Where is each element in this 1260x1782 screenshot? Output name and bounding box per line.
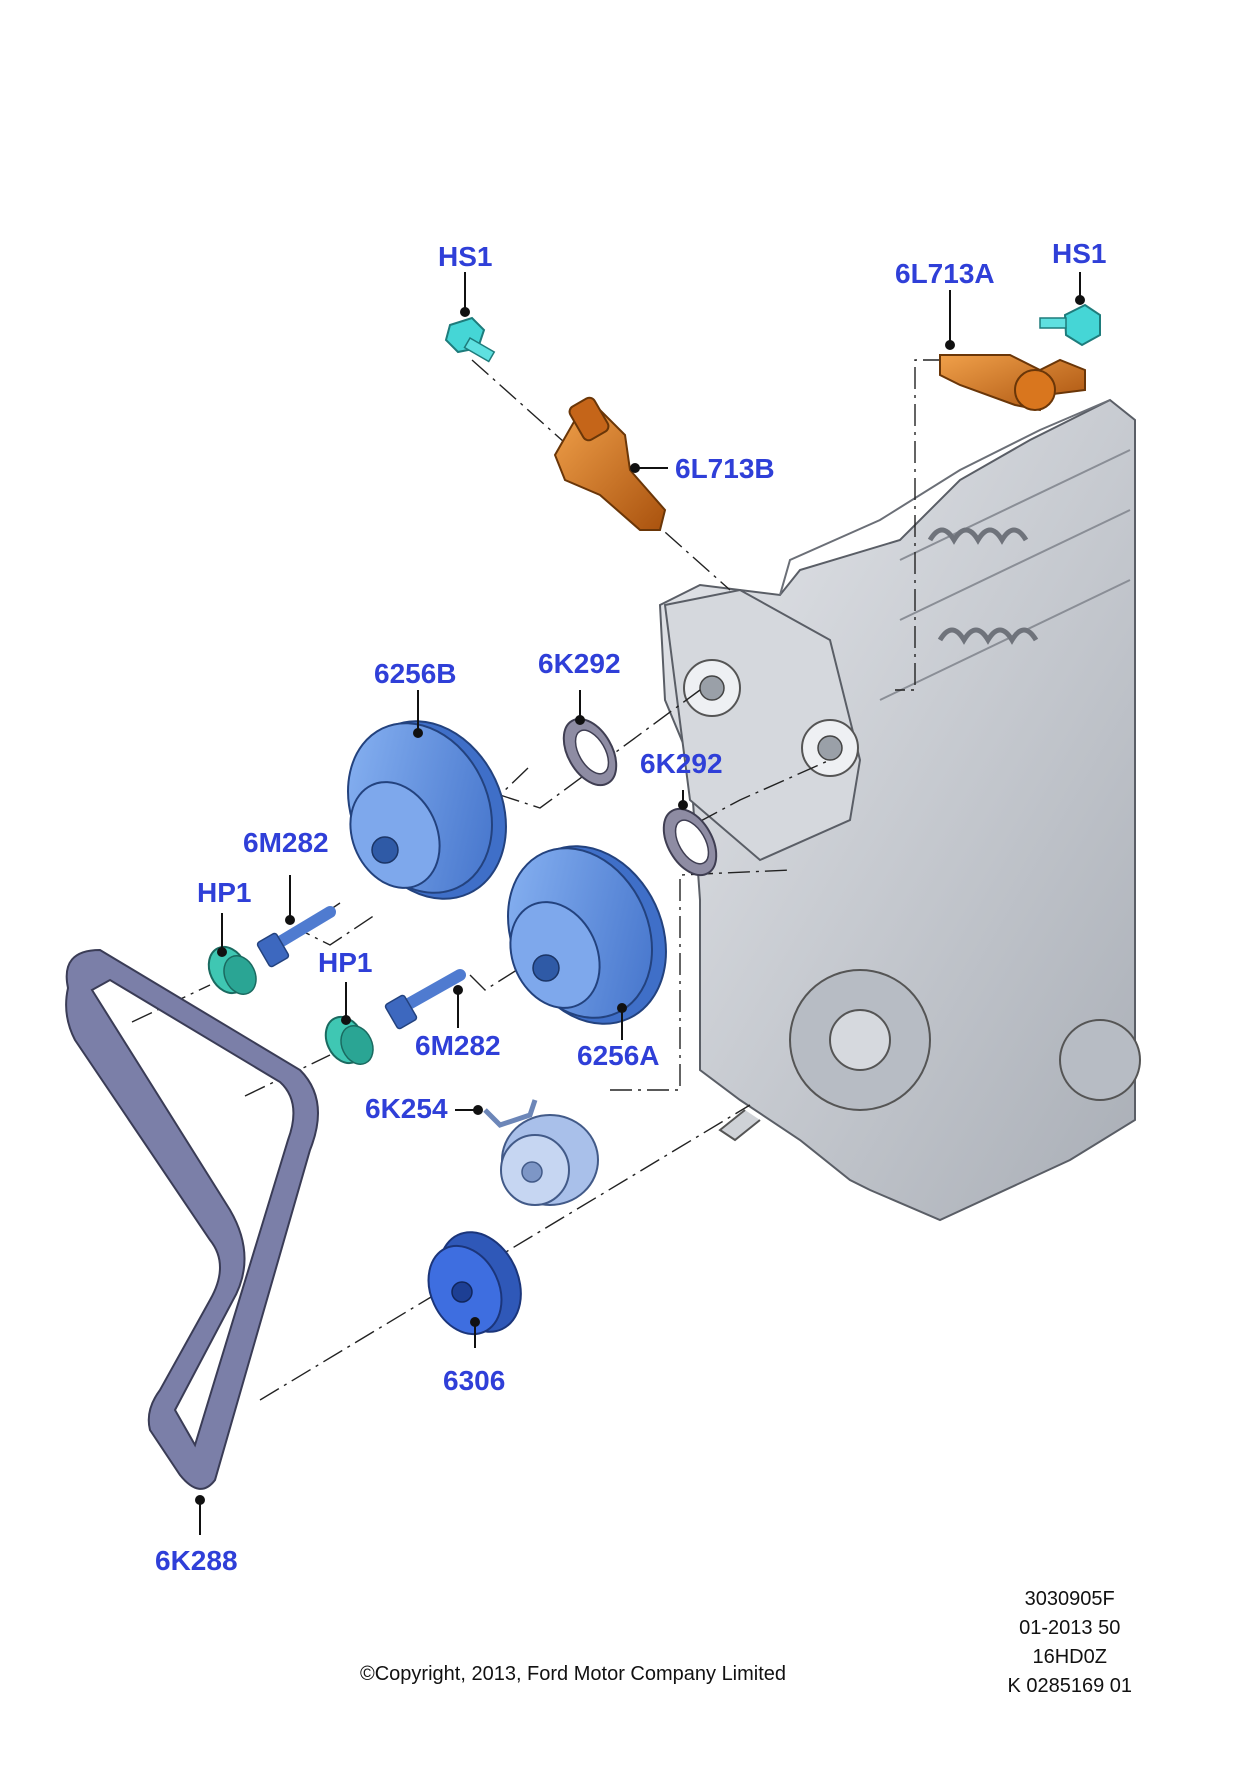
callout-6l713a: 6L713A xyxy=(895,258,995,289)
callout-hs1-right: HS1 xyxy=(1052,238,1106,269)
leader-lines xyxy=(195,272,1085,1535)
callout-6m282-top: 6M282 xyxy=(243,827,329,858)
drawing-code-2: 01-2013 50 xyxy=(1019,1617,1121,1639)
bolt-hs1-right xyxy=(1039,303,1101,347)
timing-belt xyxy=(65,948,319,1490)
copyright-notice: ©Copyright, 2013, Ford Motor Company Lim… xyxy=(360,1663,787,1685)
callout-6306: 6306 xyxy=(443,1365,505,1396)
bolt-6m282-top xyxy=(256,906,336,968)
sprocket-6256b xyxy=(347,720,507,900)
sprocket-6256a xyxy=(507,845,667,1025)
callout-hp1-right: HP1 xyxy=(318,947,372,978)
callout-6k292-bottom: 6K292 xyxy=(640,748,723,779)
drawing-code-4: K 0285169 01 xyxy=(1007,1675,1132,1697)
drawing-reference-block: 3030905F 01-2013 50 16HD0Z K 0285169 01 xyxy=(1007,1585,1132,1701)
drawing-code-1: 3030905F xyxy=(1024,1588,1115,1610)
callout-6m282-bottom: 6M282 xyxy=(415,1030,501,1061)
callout-6256a: 6256A xyxy=(577,1040,660,1071)
callout-hp1-left: HP1 xyxy=(197,877,251,908)
seal-6k292-top xyxy=(562,717,618,787)
bolt-6m282-bottom xyxy=(384,969,466,1030)
tensioner-6k254 xyxy=(483,1099,599,1206)
bolt-hs1-left xyxy=(444,316,496,363)
callout-hs1-left: HS1 xyxy=(438,241,492,272)
callout-6k254: 6K254 xyxy=(365,1093,448,1124)
crank-sprocket-6306 xyxy=(427,1231,522,1336)
callout-6256b: 6256B xyxy=(374,658,457,689)
washer-hp1-right xyxy=(324,1015,374,1065)
callout-6l713b: 6L713B xyxy=(675,453,775,484)
engine-block xyxy=(658,398,1141,1222)
solenoid-6l713b xyxy=(553,396,667,531)
seal-6k292-bottom xyxy=(662,807,718,877)
callout-6k292-top: 6K292 xyxy=(538,648,621,679)
callout-6k288: 6K288 xyxy=(155,1545,238,1576)
solenoid-6l713a xyxy=(939,354,1086,412)
drawing-code-3: 16HD0Z xyxy=(1032,1646,1107,1668)
washer-hp1-left xyxy=(207,945,257,995)
